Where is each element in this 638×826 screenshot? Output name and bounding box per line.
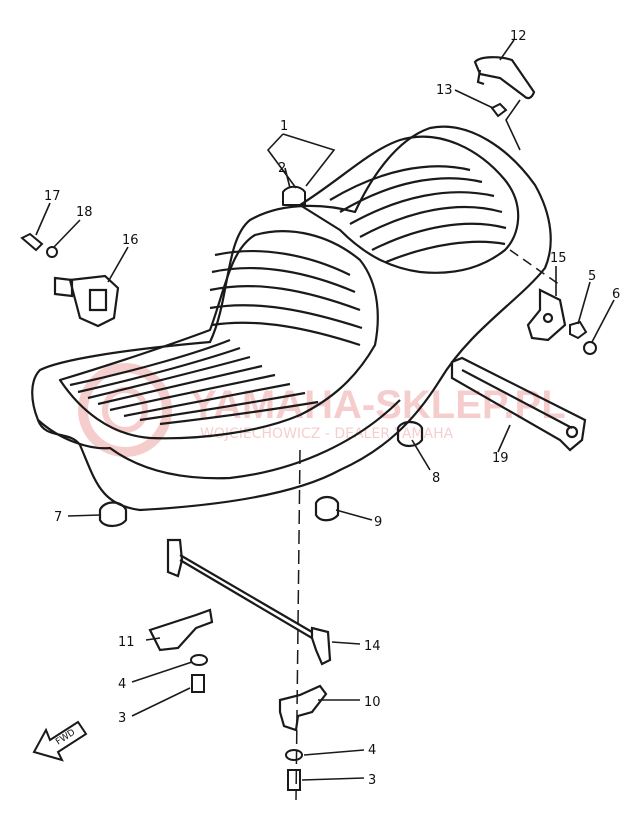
callout-13: 13	[436, 83, 453, 98]
part-10-bracket	[278, 684, 328, 732]
part-6-washer	[583, 341, 597, 355]
callouts: 1 2 3 3 4 4 5 6 7 8 9 10 11 12 13 14 15 …	[44, 29, 620, 788]
callout-14: 14	[364, 639, 381, 654]
callout-2: 2	[278, 161, 286, 176]
part-3-bolt-left	[191, 674, 205, 693]
callout-6: 6	[612, 287, 620, 302]
part-15-bracket	[526, 288, 567, 342]
callout-11: 11	[118, 635, 135, 650]
seat-assembly	[31, 125, 552, 512]
part-18-washer	[46, 246, 58, 258]
assembly-axis-line	[295, 449, 301, 801]
part-12-handle	[473, 56, 536, 100]
callout-16: 16	[122, 233, 139, 248]
part-5-nut	[569, 320, 588, 340]
callout-5: 5	[588, 269, 596, 284]
part-14-cable	[166, 538, 332, 666]
callout-17: 17	[44, 189, 61, 204]
part-4-washer-left	[190, 654, 208, 666]
callout-3-bottom: 3	[368, 773, 376, 788]
callout-9: 9	[374, 515, 382, 530]
callout-7: 7	[54, 510, 62, 525]
part-7-damper	[98, 501, 128, 528]
callout-3-left: 3	[118, 711, 126, 726]
callout-12: 12	[510, 29, 527, 44]
part-19-grab-strap	[450, 356, 587, 452]
part-13-nut	[490, 102, 508, 118]
part-16-seat-lock	[53, 274, 120, 328]
callout-8: 8	[432, 471, 440, 486]
callout-1: 1	[280, 119, 288, 134]
callout-10: 10	[364, 695, 381, 710]
watermark-dealer: WOJCIECHOWICZ - DEALER YAMAHA	[200, 426, 454, 442]
callout-4-left: 4	[118, 677, 126, 692]
part-4-washer-bottom	[285, 749, 303, 761]
part-17-bolt	[20, 232, 44, 252]
callout-19: 19	[492, 451, 509, 466]
watermark-logo	[78, 363, 172, 457]
leader-lines	[35, 39, 615, 781]
part-3-bolt-bottom	[287, 769, 301, 791]
callout-15: 15	[550, 251, 567, 266]
part-11-bracket	[148, 608, 214, 652]
part-9-damper	[314, 495, 340, 522]
forward-direction-arrow: FWD	[32, 720, 88, 762]
callout-18: 18	[76, 205, 93, 220]
callout-4-bottom: 4	[368, 743, 376, 758]
part-8-damper	[396, 420, 424, 448]
